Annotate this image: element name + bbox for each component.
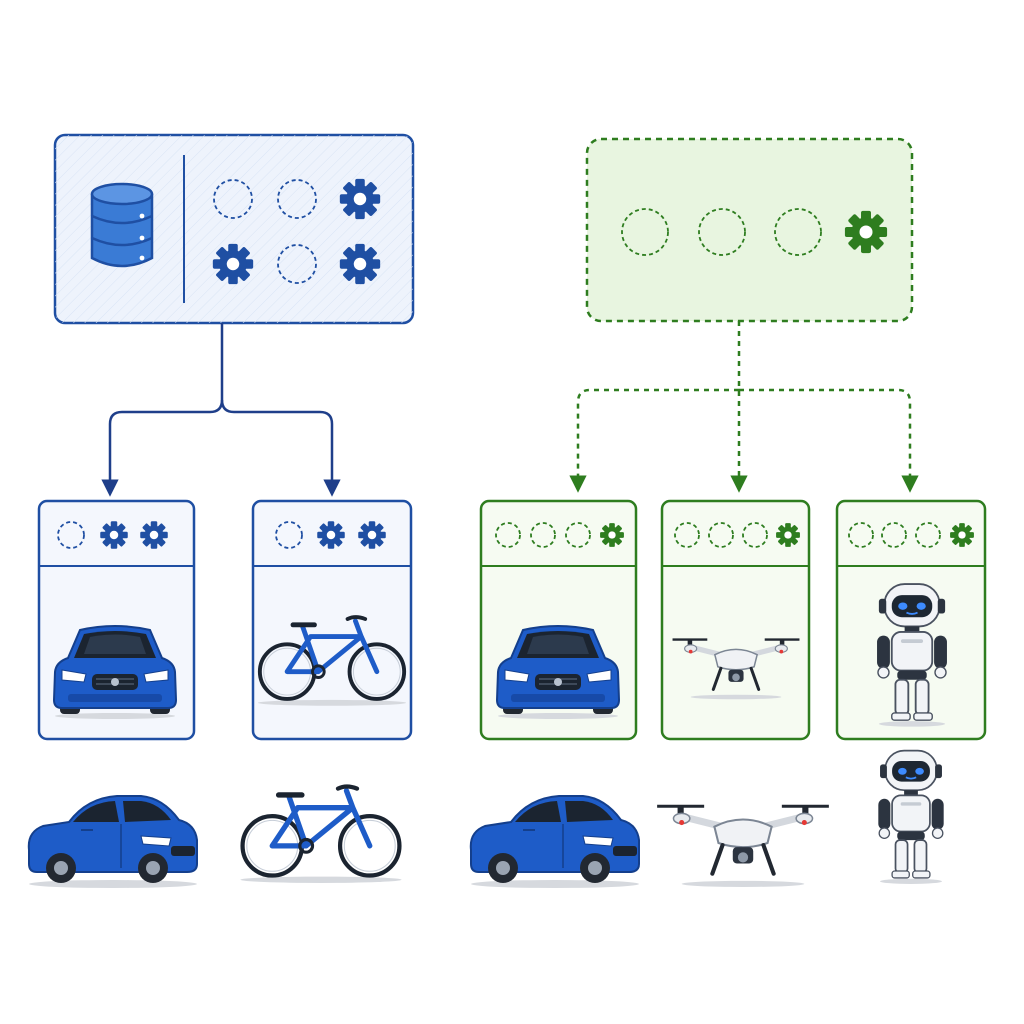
gear-icon [100,521,128,549]
car-icon [27,794,199,890]
right-source-slots [621,208,888,256]
left-source-panel [53,133,415,325]
right-card-2-slots [674,522,800,548]
left-card-2-slots [275,521,386,549]
gear-icon [212,243,254,285]
empty-slot [774,208,822,256]
empty-slot [277,244,317,284]
right-card-3-slots [848,522,974,548]
empty-slot [495,522,521,548]
left-connector [101,323,341,497]
empty-slot [674,522,700,548]
right-connector [569,321,919,493]
gear-icon [339,178,381,220]
gear-icon [339,243,381,285]
right-target-card-3 [835,499,987,741]
robot-icon [877,749,945,885]
gear-icon [950,523,974,547]
empty-slot [848,522,874,548]
left-source-slots [212,178,381,285]
right-target-card-2 [660,499,811,741]
database-icon [90,182,154,268]
empty-slot [915,522,941,548]
gear-icon [776,523,800,547]
gear-icon [600,523,624,547]
left-target-card-1 [37,499,196,741]
right-source-panel [585,137,914,323]
empty-slot [277,179,317,219]
left-outputs [27,786,402,890]
empty-slot [275,521,303,549]
drone-icon [657,806,829,887]
bicycle-icon [240,786,401,882]
empty-slot [565,522,591,548]
empty-slot [742,522,768,548]
right-target-card-1 [479,499,638,741]
gear-icon [844,210,888,254]
empty-slot [708,522,734,548]
empty-slot [698,208,746,256]
empty-slot [621,208,669,256]
left-target-card-2 [251,499,413,741]
empty-slot [881,522,907,548]
empty-slot [530,522,556,548]
empty-slot [57,521,85,549]
gear-icon [140,521,168,549]
car-icon [469,794,641,890]
right-card-1-slots [495,522,624,548]
empty-slot [213,179,253,219]
right-outputs [469,749,945,890]
gear-icon [317,521,345,549]
left-card-1-slots [57,521,168,549]
gear-icon [358,521,386,549]
